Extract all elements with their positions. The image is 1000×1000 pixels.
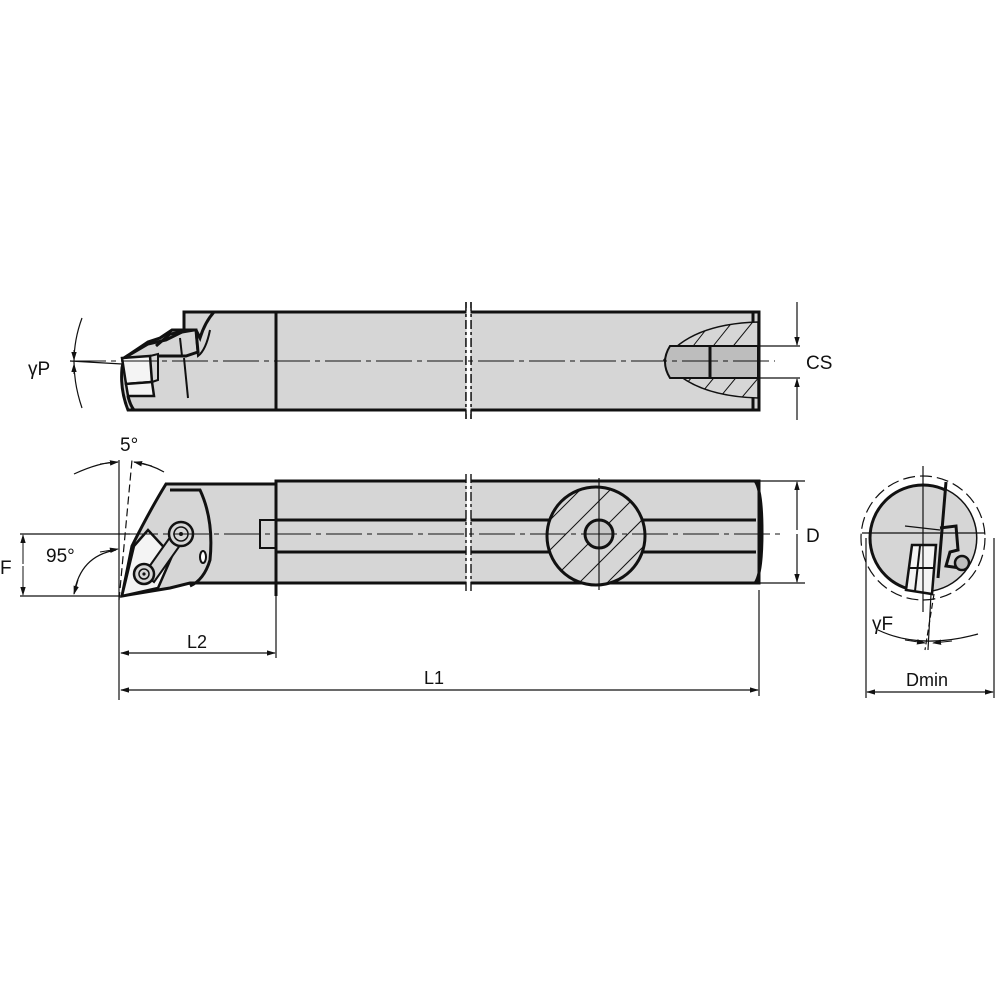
label-offset-f: F — [0, 558, 12, 579]
clamp-screw-end — [953, 554, 971, 572]
insert-end — [904, 543, 938, 596]
label-head-length-l2: L2 — [187, 632, 207, 652]
label-lead-angle-95: 95° — [46, 546, 75, 567]
label-min-bore-diameter-dmin: Dmin — [906, 670, 948, 690]
shank-cross-section — [545, 478, 647, 590]
label-rake-angle-gamma-p: γP — [28, 359, 50, 380]
top-view: 5° 95° F D L2 L1 — [0, 435, 820, 700]
label-diameter-d: D — [806, 526, 820, 547]
side-view: γP CS — [28, 302, 832, 420]
coolant-port — [199, 550, 207, 564]
label-inclination-angle-gamma-f: γF — [872, 614, 893, 635]
coolant-section — [663, 321, 759, 399]
shank-body-top — [274, 479, 761, 585]
label-clearance-angle-5: 5° — [120, 435, 138, 456]
label-overall-length-l1: L1 — [424, 668, 444, 688]
insert-screw-top — [132, 562, 156, 586]
insert-side — [120, 354, 154, 386]
end-view: γF Dmin — [860, 466, 995, 698]
label-coolant-size-cs: CS — [806, 353, 832, 374]
